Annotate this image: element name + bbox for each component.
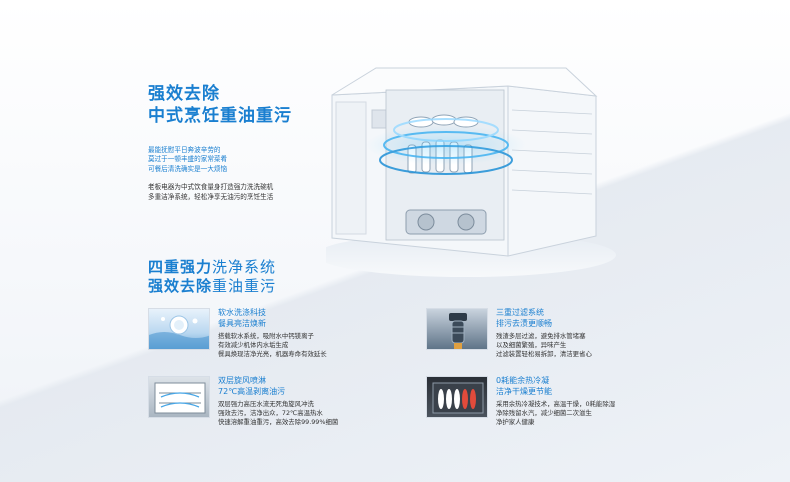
feature-desc-line3: 快速溶解重油重污，高效去除99.99%细菌 [218, 418, 339, 426]
feature-title: 软水洗涤科技 餐具亮洁焕新 [218, 308, 378, 329]
hero-title: 强效去除 中式烹饪重油重污 [148, 84, 292, 126]
feature-title: 0耗能余热冷凝 洁净干燥更节能 [496, 376, 656, 397]
hero-lead: 最能抚慰平日奔波辛劳的 莫过于一顿丰盛的家常菜肴 可餐后清洗确实是一大烦恼 [148, 146, 298, 174]
hero-title-line2: 中式烹饪重油重污 [148, 106, 292, 126]
hero-body: 老板电器为中式饮食量身打造强力洗洗碗机 多重洁净系统，轻松净享无油污的烹饪生活 [148, 182, 318, 202]
feature-title-line1: 0耗能余热冷凝 [496, 376, 550, 385]
feature-description: 残渣多层过滤，避免排水管堵塞 以及细菌繁殖，异味产生 过滤装置轻松易拆卸，清洁更… [496, 332, 666, 359]
filter-image [426, 308, 488, 350]
feature-title-line1: 软水洗涤科技 [218, 308, 266, 317]
feature-desc-line1: 搭载软水系统，吸附水中钙镁离子 [218, 332, 314, 340]
feature-desc-line3: 净护家人健康 [496, 418, 535, 426]
section-line1-bold: 四重强力 [148, 258, 213, 276]
hero-body-line1: 老板电器为中式饮食量身打造强力洗洗碗机 [148, 183, 274, 191]
section-line2-light: 重油重污 [212, 277, 277, 295]
feature-title-line2: 餐具亮洁焕新 [218, 318, 266, 328]
feature-dual-spray: 双层旋风喷淋 72℃高温剥离油污 双层强力高压水流无死角旋风冲洗 强效去污，洁净… [148, 376, 388, 432]
drying-image [426, 376, 488, 418]
feature-title-line2: 排污去渍更顺畅 [496, 318, 552, 328]
feature-title-line1: 三重过滤系统 [496, 308, 544, 317]
feature-title-line2: 72℃高温剥离油污 [218, 386, 286, 396]
feature-desc-line1: 双层强力高压水流无死角旋风冲洗 [218, 400, 314, 408]
feature-desc-line2: 以及细菌繁殖，异味产生 [496, 341, 567, 349]
feature-desc-line2: 净除残留水汽，减少细菌二次滋生 [496, 409, 592, 417]
spray-image [148, 376, 210, 418]
section-line2-bold: 强效去除 [148, 277, 213, 295]
feature-desc-line1: 采用余热冷凝技术，高温干燥，0耗能除湿 [496, 400, 616, 408]
hero-lead-line2: 莫过于一顿丰盛的家常菜肴 [148, 155, 228, 164]
feature-title: 双层旋风喷淋 72℃高温剥离油污 [218, 376, 378, 397]
hero-body-line2: 多重洁净系统，轻松净享无油污的烹饪生活 [148, 193, 274, 201]
feature-triple-filter: 三重过滤系统 排污去渍更顺畅 残渣多层过滤，避免排水管堵塞 以及细菌繁殖，异味产… [426, 308, 666, 364]
feature-desc-line2: 有效减少机体内水垢生成 [218, 341, 289, 349]
feature-title: 三重过滤系统 排污去渍更顺畅 [496, 308, 656, 329]
dishwasher-illustration [316, 50, 626, 290]
feature-description: 搭载软水系统，吸附水中钙镁离子 有效减少机体内水垢生成 餐具焕现洁净光亮，机器寿… [218, 332, 388, 359]
feature-desc-line2: 强效去污，洁净出众，72℃高温热水 [218, 409, 323, 417]
section-line1-light: 洗净系统 [212, 258, 277, 276]
feature-condensation-drying: 0耗能余热冷凝 洁净干燥更节能 采用余热冷凝技术，高温干燥，0耗能除湿 净除残留… [426, 376, 666, 432]
feature-soft-water: 软水洗涤科技 餐具亮洁焕新 搭载软水系统，吸附水中钙镁离子 有效减少机体内水垢生… [148, 308, 388, 364]
feature-description: 采用余热冷凝技术，高温干燥，0耗能除湿 净除残留水汽，减少细菌二次滋生 净护家人… [496, 400, 666, 427]
hero-lead-line1: 最能抚慰平日奔波辛劳的 [148, 146, 221, 154]
hero-lead-line3: 可餐后清洗确实是一大烦恼 [148, 164, 228, 173]
feature-description: 双层强力高压水流无死角旋风冲洗 强效去污，洁净出众，72℃高温热水 快速溶解重油… [218, 400, 388, 427]
feature-title-line2: 洁净干燥更节能 [496, 386, 552, 396]
section-title: 四重强力洗净系统 强效去除重油重污 [148, 258, 276, 296]
hero-title-line1: 强效去除 [148, 84, 220, 104]
feature-desc-line3: 过滤装置轻松易拆卸，清洁更省心 [496, 350, 592, 358]
feature-desc-line3: 餐具焕现洁净光亮，机器寿命有效延长 [218, 350, 327, 358]
soft-water-image [148, 308, 210, 350]
feature-desc-line1: 残渣多层过滤，避免排水管堵塞 [496, 332, 586, 340]
feature-title-line1: 双层旋风喷淋 [218, 376, 266, 385]
